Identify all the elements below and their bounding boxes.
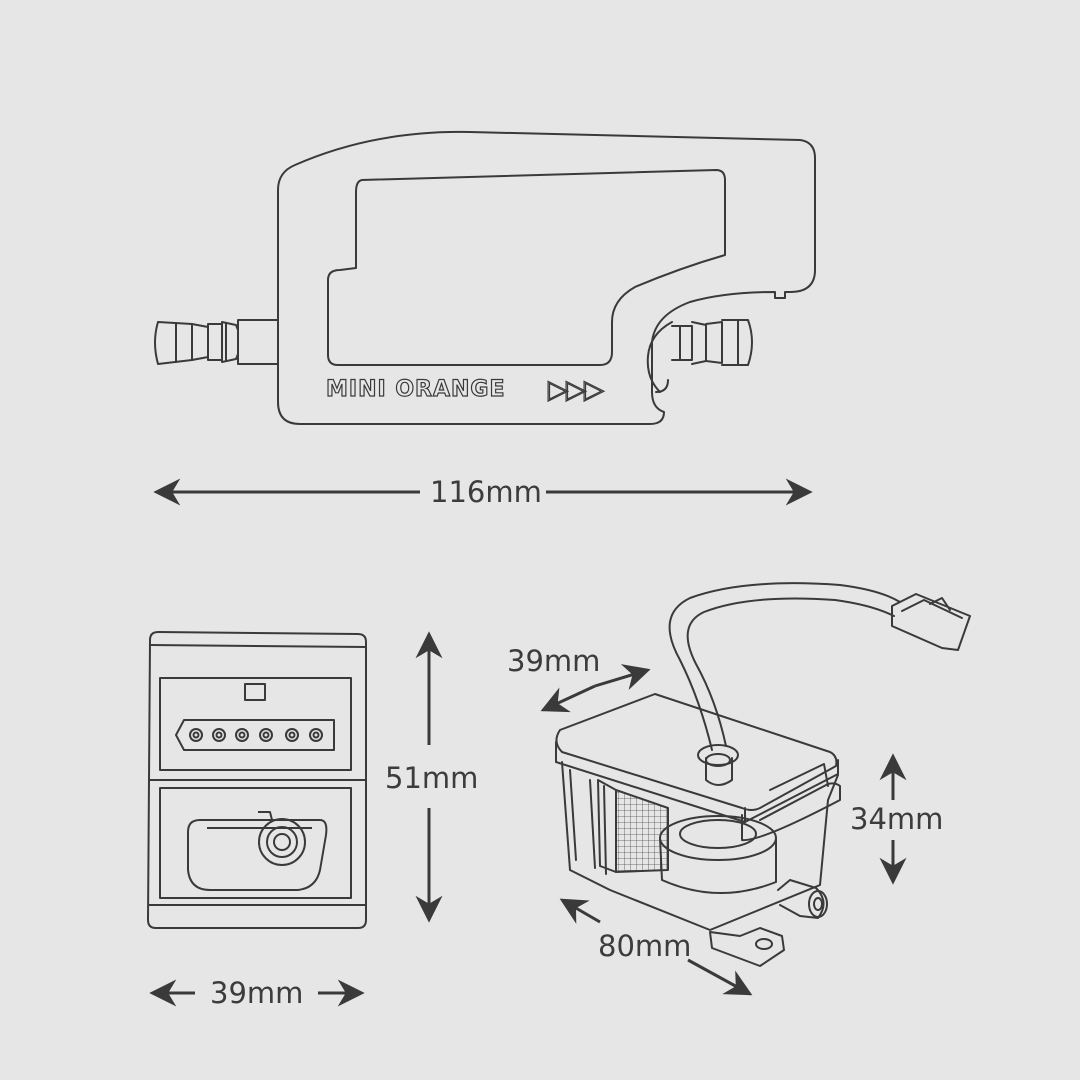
outlet-fitting: [671, 319, 753, 366]
pump-housing: [561, 761, 839, 931]
front-height-label: 51mm: [385, 761, 479, 795]
brand-label: MINI ORANGE: [326, 377, 506, 402]
front-body-outline: [147, 631, 367, 929]
isometric-view: [555, 582, 971, 967]
front-view: [147, 631, 367, 929]
front-width-label: 39mm: [210, 976, 304, 1010]
cable: [668, 582, 901, 751]
cable-plug: [891, 593, 971, 651]
outlet-port: [258, 818, 306, 866]
iso-length-label: 80mm: [598, 929, 692, 963]
front-dimensions: [149, 631, 443, 1007]
connector-pins: [189, 728, 323, 742]
outlet-recess-front: [187, 819, 328, 891]
iso-dimensions: [540, 664, 907, 996]
indicator-square: [244, 683, 266, 701]
connector-panel: [159, 677, 352, 771]
outlet-recess: [646, 321, 673, 393]
mounting-foot: [709, 927, 785, 967]
iso-height-label: 34mm: [850, 802, 944, 836]
display-window-outline: [327, 169, 726, 366]
connector-block: [175, 719, 335, 751]
side-view: [154, 130, 816, 425]
pump-body-outline: [277, 130, 816, 425]
inlet-fitting: [154, 319, 279, 365]
iso-depth-label: 39mm: [507, 644, 601, 678]
length-label: 116mm: [430, 475, 542, 509]
brand-arrows: ▷▷▷: [548, 375, 604, 405]
